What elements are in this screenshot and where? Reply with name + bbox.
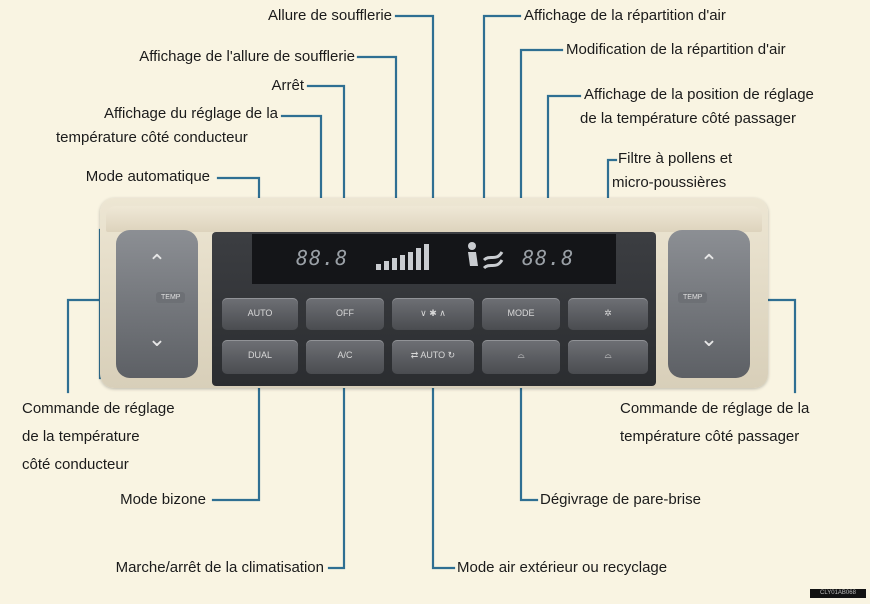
temp-down-icon[interactable]: ⌄: [147, 326, 167, 351]
label-driver-temp-control-1: Commande de réglage: [22, 400, 175, 417]
driver-temp-readout: 88.8: [296, 246, 349, 270]
filter-button[interactable]: ✲: [568, 298, 648, 330]
label-off: Arrêt: [271, 77, 304, 94]
label-blower-speed: Allure de soufflerie: [268, 7, 392, 24]
label-passenger-temp-control-1: Commande de réglage de la: [620, 400, 810, 417]
air-distribution-icon: [468, 242, 504, 270]
image-code: CLY01AB068: [810, 589, 866, 598]
auto-button[interactable]: AUTO: [222, 298, 298, 330]
off-button[interactable]: OFF: [306, 298, 384, 330]
fan-speed-button[interactable]: ∨ ✱ ∧: [392, 298, 474, 330]
lcd-display: [252, 234, 616, 284]
leader-air-distribution-display: [482, 14, 522, 252]
label-air-distribution-display: Affichage de la répartition d'air: [524, 7, 726, 24]
leader-ac: [327, 376, 346, 570]
label-pollen-filter-1: Filtre à pollens et: [618, 150, 733, 167]
label-driver-temp-control-3: côté conducteur: [22, 456, 129, 473]
driver-temp-label: TEMP: [156, 292, 186, 303]
mode-button[interactable]: MODE: [482, 298, 560, 330]
label-passenger-temp-control-2: température côté passager: [620, 428, 800, 445]
label-dual-mode: Mode bizone: [120, 491, 206, 508]
label-ac-on-off: Marche/arrêt de la climatisation: [115, 559, 324, 576]
label-auto-mode: Mode automatique: [85, 168, 210, 185]
label-driver-temp-control-2: de la température: [22, 428, 140, 445]
passenger-temp-label: TEMP: [678, 292, 708, 303]
dual-button[interactable]: DUAL: [222, 340, 298, 374]
label-blower-speed-display: Affichage de l'allure de soufflerie: [139, 48, 355, 65]
label-driver-temp-display-2: température côté conducteur: [56, 129, 248, 146]
leader-defog: [519, 376, 539, 502]
leader-passenger-temp-display: [546, 94, 582, 250]
temp-up-icon[interactable]: ⌃: [699, 250, 719, 275]
passenger-temp-readout: 88.8: [522, 246, 575, 270]
passenger-temp-knob[interactable]: ⌃ ⌄: [668, 230, 750, 378]
front-defog-button[interactable]: ⌓: [482, 340, 560, 374]
leader-blower-display: [356, 55, 398, 252]
label-pollen-filter-2: micro-poussières: [612, 174, 727, 191]
ac-button[interactable]: A/C: [306, 340, 384, 374]
temp-down-icon[interactable]: ⌄: [699, 326, 719, 351]
driver-temp-knob[interactable]: ⌃ ⌄: [116, 230, 198, 378]
blower-speed-bars: [376, 244, 430, 270]
rear-defog-button[interactable]: ⌓: [568, 340, 648, 374]
label-driver-temp-display-1: Affichage du réglage de la: [103, 105, 278, 122]
label-passenger-temp-display-1: Affichage de la position de réglage: [584, 86, 814, 103]
panel-top-trim: [106, 206, 762, 232]
leader-recirc: [431, 376, 456, 570]
label-passenger-temp-display-2: de la température côté passager: [580, 110, 796, 127]
label-air-distribution-change: Modification de la répartition d'air: [566, 41, 786, 58]
label-windshield-defog: Dégivrage de pare-brise: [540, 491, 701, 508]
label-outside-recirc: Mode air extérieur ou recyclage: [457, 559, 668, 576]
temp-up-icon[interactable]: ⌃: [147, 250, 167, 275]
leader-dual: [211, 376, 261, 502]
recirculation-button[interactable]: ⇄ AUTO ↻: [392, 340, 474, 374]
